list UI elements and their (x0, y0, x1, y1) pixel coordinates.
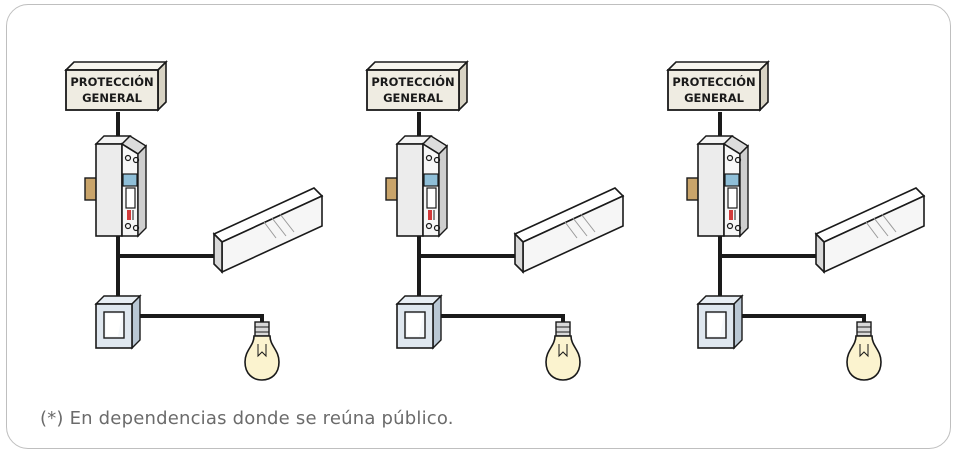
circuit-breaker-icon (385, 135, 448, 237)
box-label-line2: GENERAL (383, 91, 444, 105)
box-label-line1: PROTECCIÓN (371, 74, 454, 89)
wiring-diagram-2: PROTECCIÓN GENERAL (366, 61, 624, 381)
circuit-breaker-icon (84, 135, 147, 237)
wall-switch-icon (396, 295, 442, 349)
wall-switch-icon (697, 295, 743, 349)
box-label-line2: GENERAL (82, 91, 143, 105)
light-bulb-icon (545, 321, 581, 381)
light-bulb-icon (846, 321, 882, 381)
emergency-light-icon (514, 187, 624, 273)
box-label-line1: PROTECCIÓN (70, 74, 153, 89)
emergency-light-icon (213, 187, 323, 273)
emergency-light-icon (815, 187, 925, 273)
box-label-line2: GENERAL (684, 91, 745, 105)
box-label-line1: PROTECCIÓN (672, 74, 755, 89)
footnote: (*) En dependencias donde se reúna públi… (40, 408, 454, 429)
wall-switch-icon (95, 295, 141, 349)
circuit-breaker-icon (686, 135, 749, 237)
wiring-diagram-1: PROTECCIÓN GENERAL (65, 61, 323, 381)
light-bulb-icon (244, 321, 280, 381)
wiring-diagram-3: PROTECCIÓN GENERAL (667, 61, 925, 381)
